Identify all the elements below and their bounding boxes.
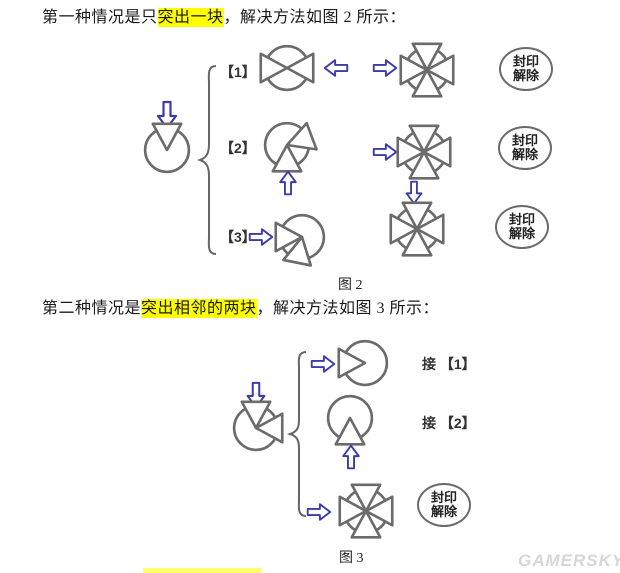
arrow-left-icon — [323, 58, 349, 78]
puzzle-circle-wedges-left-bottom-icon — [267, 202, 337, 272]
brace-left-fig3 — [287, 350, 309, 518]
fig2-row1-label: 【1】 — [220, 64, 256, 80]
seal-released-badge: 封印 解除 — [495, 205, 549, 249]
puzzle-circle-wedges-left-right-icon — [252, 33, 322, 103]
fig3-row2-label: 接 【2】 — [422, 415, 476, 431]
paragraph-case1-post: ，解决方法如图 2 所示： — [223, 9, 407, 26]
seal-line1: 封印 — [512, 54, 539, 69]
arrow-up-icon — [277, 170, 299, 196]
arrow-right-icon — [372, 142, 398, 162]
seal-line2: 解除 — [511, 147, 538, 162]
fig2-caption: 图 2 — [338, 278, 363, 293]
fig2-row2-label: 【2】 — [220, 140, 256, 156]
seal-line2: 解除 — [430, 504, 457, 519]
seal-released-badge: 封印 解除 — [498, 126, 552, 170]
arrow-down-icon — [404, 180, 424, 205]
fig3-row1-label: 接 【1】 — [422, 356, 476, 372]
paragraph-case2-pre: 第二种情况是 — [42, 300, 142, 317]
next-paragraph-highlight-sliver — [143, 568, 261, 573]
arrow-right-icon — [372, 58, 398, 78]
puzzle-circle-wedge-top-icon — [132, 115, 202, 185]
arrow-right-icon — [310, 354, 336, 374]
seal-line1: 封印 — [430, 490, 457, 505]
paragraph-case1: 第一种情况是只突出一块，解决方法如图 2 所示： — [42, 6, 406, 29]
puzzle-circle-wedge-left-icon — [330, 328, 400, 398]
arrow-down-icon — [154, 100, 180, 130]
paragraph-case2-post: ，解决方法如图 3 所示： — [256, 300, 440, 317]
fig3-caption: 图 3 — [339, 551, 364, 566]
puzzle-circle-wedge-bottom-icon — [315, 383, 385, 453]
arrow-up-icon — [340, 444, 362, 470]
brace-left-fig2 — [197, 64, 219, 256]
arrow-right-icon — [248, 227, 274, 247]
paragraph-case2: 第二种情况是突出相邻的两块，解决方法如图 3 所示： — [42, 297, 439, 320]
seal-released-badge: 封印 解除 — [417, 483, 471, 527]
arrow-right-icon — [306, 502, 332, 522]
paragraph-case1-highlight: 突出一块 — [157, 8, 224, 27]
gamersky-logo: GAMERSKY — [518, 551, 620, 570]
fig2-row3-label: 【3】 — [220, 229, 256, 245]
puzzle-circle-wedges-right-bottom-icon — [252, 110, 322, 180]
puzzle-circle-four-wedges-icon — [331, 476, 401, 546]
puzzle-circle-four-wedges-icon — [382, 194, 452, 264]
seal-line1: 封印 — [511, 133, 538, 148]
puzzle-circle-wedges-top-right-icon — [221, 393, 291, 463]
paragraph-case1-pre: 第一种情况是只 — [42, 9, 158, 26]
seal-released-badge: 封印 解除 — [499, 47, 553, 91]
paragraph-case2-highlight: 突出相邻的两块 — [141, 299, 257, 318]
puzzle-circle-four-wedges-icon — [392, 35, 462, 105]
seal-line2: 解除 — [508, 226, 535, 241]
puzzle-circle-four-wedges-icon — [389, 117, 459, 187]
seal-line2: 解除 — [512, 68, 539, 83]
seal-line1: 封印 — [508, 212, 535, 227]
